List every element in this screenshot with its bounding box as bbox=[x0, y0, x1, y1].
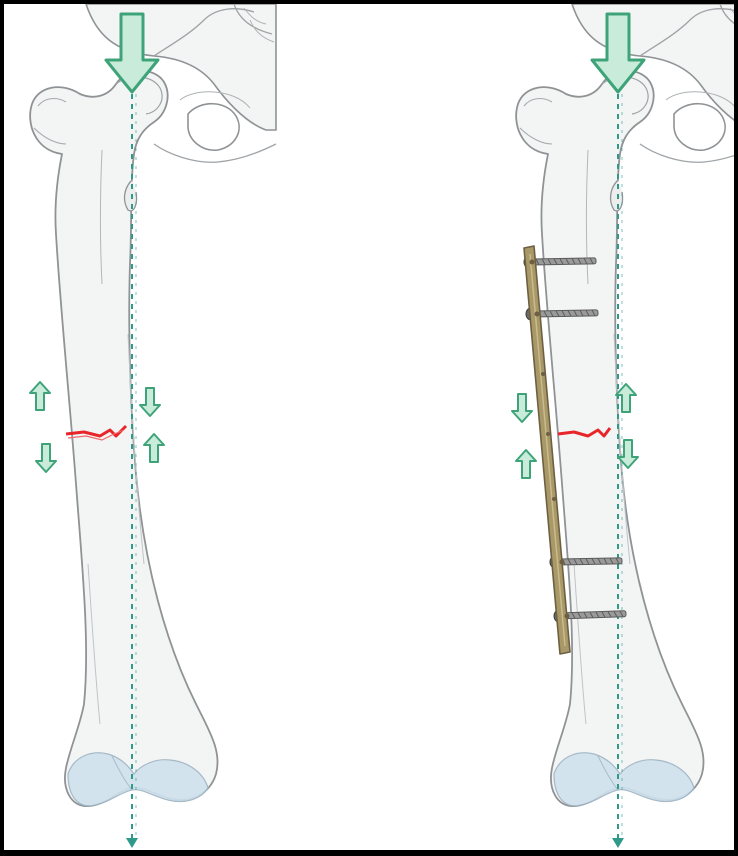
diagram-canvas bbox=[4, 4, 734, 850]
axis-end-arrow-icon bbox=[612, 838, 624, 848]
small-down-arrow-icon bbox=[140, 388, 160, 416]
left-panel-unfixed-fracture bbox=[30, 4, 276, 848]
small-up-arrow-icon bbox=[30, 382, 50, 410]
axis-end-arrow-icon bbox=[126, 838, 138, 848]
femur-fixation-diagram bbox=[4, 4, 734, 850]
small-down-arrow-icon bbox=[512, 394, 532, 422]
small-down-arrow-icon bbox=[36, 444, 56, 472]
right-panel-plated-fracture bbox=[512, 4, 734, 848]
small-up-arrow-icon bbox=[144, 434, 164, 462]
small-up-arrow-icon bbox=[516, 450, 536, 478]
